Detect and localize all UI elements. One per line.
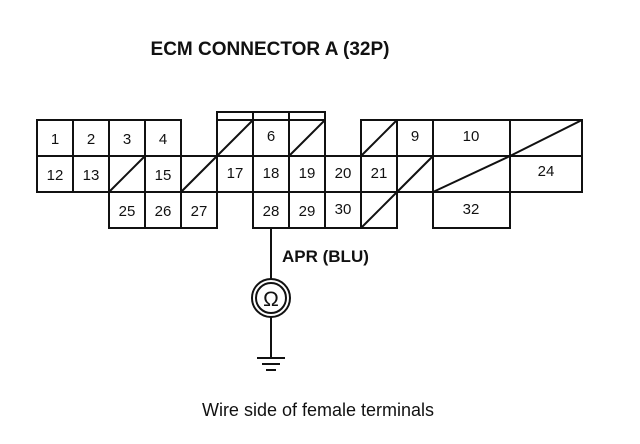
terminal-28: 28 bbox=[263, 203, 280, 220]
terminal-26: 26 bbox=[155, 203, 172, 220]
terminal-4: 4 bbox=[159, 131, 167, 148]
terminal-2: 2 bbox=[87, 131, 95, 148]
terminal-10: 10 bbox=[463, 128, 480, 145]
terminal-24: 24 bbox=[538, 163, 555, 180]
terminal-20: 20 bbox=[335, 165, 352, 182]
terminal-13: 13 bbox=[83, 167, 100, 184]
terminal-21: 21 bbox=[371, 165, 388, 182]
terminal-32: 32 bbox=[463, 201, 480, 218]
terminal-18: 18 bbox=[263, 165, 280, 182]
terminal-labels: 1 2 3 4 6 9 10 12 13 15 17 18 19 20 21 2… bbox=[47, 128, 555, 220]
terminal-17: 17 bbox=[227, 165, 244, 182]
ground-icon bbox=[257, 357, 285, 371]
ohmmeter-icon: Ω bbox=[251, 278, 291, 318]
terminal-6: 6 bbox=[267, 128, 275, 145]
terminal-12: 12 bbox=[47, 167, 64, 184]
caption: Wire side of female terminals bbox=[202, 400, 434, 420]
terminal-25: 25 bbox=[119, 203, 136, 220]
terminal-27: 27 bbox=[191, 203, 208, 220]
diagram-title: ECM CONNECTOR A (32P) bbox=[151, 39, 390, 60]
terminal-19: 19 bbox=[299, 165, 316, 182]
terminal-15: 15 bbox=[155, 167, 172, 184]
terminal-1: 1 bbox=[51, 131, 59, 148]
ohm-symbol: Ω bbox=[263, 288, 279, 311]
terminal-29: 29 bbox=[299, 203, 316, 220]
terminal-9: 9 bbox=[411, 128, 419, 145]
wire-label: APR (BLU) bbox=[282, 247, 369, 266]
connector-outline bbox=[36, 111, 583, 358]
terminal-30: 30 bbox=[335, 201, 352, 218]
terminal-3: 3 bbox=[123, 131, 131, 148]
